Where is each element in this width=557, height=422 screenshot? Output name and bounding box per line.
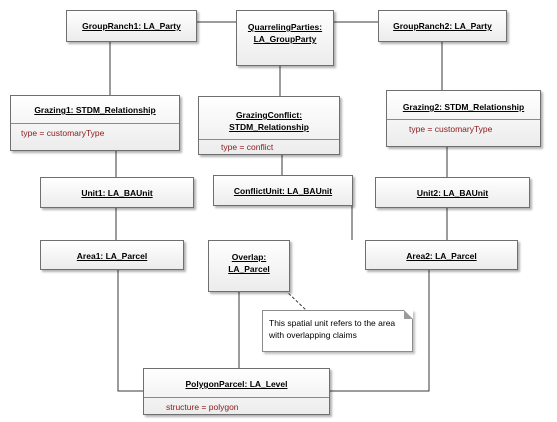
object-groupranch1[interactable]: GroupRanch1: LA_Party [66,10,197,42]
object-grazing1-attr: type = customaryType [11,123,179,139]
object-grazing2-attr: type = customaryType [387,119,540,135]
link-area1-polygon [117,270,143,392]
object-grazing-conflict[interactable]: GrazingConflict: STDM_Relationship type … [198,96,340,155]
object-polygon-parcel-name: PolygonParcel: LA_Level [185,379,288,389]
note-fold-corner [404,310,413,319]
object-unit2[interactable]: Unit2: LA_BAUnit [375,177,530,208]
object-area2[interactable]: Area2: LA_Parcel [365,240,518,270]
object-polygon-parcel-attr: structure = polygon [144,397,329,413]
object-groupranch1-name: GroupRanch1: LA_Party [82,21,181,31]
object-groupranch2[interactable]: GroupRanch2: LA_Party [378,10,507,42]
object-overlap[interactable]: Overlap: LA_Parcel [208,240,290,292]
link-area2-polygon [330,270,430,392]
object-grazing2-name: Grazing2: STDM_Relationship [402,102,525,112]
object-area1-name: Area1: LA_Parcel [76,251,148,261]
object-grazing-conflict-name-line2: STDM_Relationship [229,122,309,132]
object-unit1-name: Unit1: LA_BAUnit [81,188,153,198]
object-quarreling-parties-name-line1: QuarrelingParties: [247,22,323,32]
object-grazing1[interactable]: Grazing1: STDM_Relationship type = custo… [10,95,180,151]
object-overlap-name-line2: LA_Parcel [228,264,270,274]
object-quarreling-parties[interactable]: QuarrelingParties: LA_GroupParty [236,10,334,66]
object-overlap-name-line1: Overlap: [231,252,267,262]
note-text-line1: This spatial unit refers to the area [269,318,396,328]
object-quarreling-parties-name-line2: LA_GroupParty [253,34,317,44]
object-polygon-parcel[interactable]: PolygonParcel: LA_Level structure = poly… [143,368,330,415]
object-area1[interactable]: Area1: LA_Parcel [40,240,184,270]
object-unit2-name: Unit2: LA_BAUnit [416,188,489,198]
object-grazing2[interactable]: Grazing2: STDM_Relationship type = custo… [386,90,541,147]
object-unit1[interactable]: Unit1: LA_BAUnit [40,177,194,208]
object-grazing-conflict-attr: type = conflict [199,139,339,153]
note-anchor-link [284,289,307,311]
object-grazing-conflict-name-line1: GrazingConflict: [235,110,303,120]
diagram-note[interactable]: This spatial unit refers to the area wit… [262,310,413,352]
object-conflict-unit-name: ConflictUnit: LA_BAUnit [233,186,333,196]
object-grazing1-name: Grazing1: STDM_Relationship [34,105,156,115]
note-text-line2: with overlapping claims [269,330,357,340]
object-area2-name: Area2: LA_Parcel [406,251,477,261]
object-groupranch2-name: GroupRanch2: LA_Party [393,21,492,31]
object-conflict-unit[interactable]: ConflictUnit: LA_BAUnit [213,175,353,206]
